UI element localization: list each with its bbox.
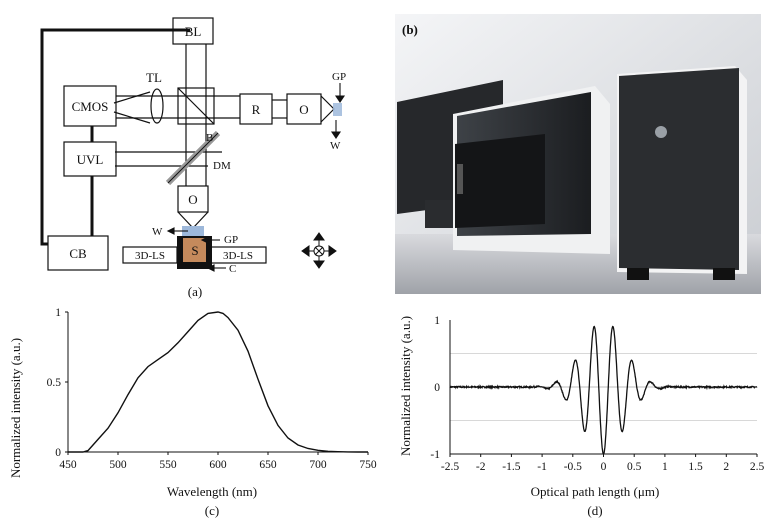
c-x-tick-label: 650 xyxy=(259,459,277,471)
interferogram-chart: -2.5 -2 -1.5 -1 -0.5 0 0.5 1 1.5 2 2.5 -1 0 1 Normali… xyxy=(395,308,779,525)
d-y-axis-label: Normalized intensity (a.u.) xyxy=(398,316,413,456)
o-bottom-label: O xyxy=(188,192,197,207)
caption-c: (c) xyxy=(205,503,219,518)
d-y-tick-label: 1 xyxy=(434,315,440,327)
d-x-tick-label: -1.5 xyxy=(502,461,520,473)
d-x-axis-label: Optical path length (μm) xyxy=(531,484,660,499)
cb-label: CB xyxy=(69,246,87,261)
c-y-tick-label: 0 xyxy=(55,447,61,459)
caption-a: (a) xyxy=(188,284,202,299)
gp-bottom-label: GP xyxy=(224,234,238,246)
c-label: C xyxy=(229,263,236,275)
cmos-label: CMOS xyxy=(72,99,109,114)
gp-top-label: GP xyxy=(332,71,346,83)
interferogram-series-line xyxy=(449,325,758,456)
c-x-axis-label: Wavelength (nm) xyxy=(167,484,257,499)
c-x-tick-label: 450 xyxy=(59,459,77,471)
tl-label: TL xyxy=(146,70,162,85)
w-top-label: W xyxy=(330,140,341,152)
c-x-tick-label: 500 xyxy=(109,459,127,471)
b-label: B xyxy=(206,132,213,144)
d-x-tick-label: 0.5 xyxy=(627,461,642,473)
c-x-tick-label: 600 xyxy=(209,459,227,471)
ls-left-label: 3D-LS xyxy=(135,250,165,262)
s-label: S xyxy=(191,243,198,258)
d-y-tick-label: -1 xyxy=(430,449,440,461)
dm-label: DM xyxy=(213,160,231,172)
d-x-tick-label: -2.5 xyxy=(441,461,459,473)
spectrum-series-line xyxy=(68,311,368,453)
c-x-tick-label: 550 xyxy=(159,459,177,471)
d-x-tick-label: 2.5 xyxy=(750,461,765,473)
setup-schematic: BL CMOS TL R O GP B W UVL DM O W GP CB 3… xyxy=(0,0,390,305)
d-x-tick-label: -0.5 xyxy=(564,461,582,473)
uvl-label: UVL xyxy=(77,152,104,167)
d-x-tick-label: 1 xyxy=(662,461,668,473)
d-x-tick-label: 0 xyxy=(601,461,607,473)
caption-d: (d) xyxy=(587,503,602,518)
d-y-tick-label: 0 xyxy=(434,382,440,394)
c-x-tick-label: 700 xyxy=(309,459,327,471)
caption-b: (b) xyxy=(402,22,418,37)
d-x-tick-label: -1 xyxy=(537,461,547,473)
c-y-axis-label: Normalized intensity (a.u.) xyxy=(8,338,23,478)
bl-label: BL xyxy=(185,24,202,39)
ls-right-label: 3D-LS xyxy=(223,250,253,262)
d-x-tick-label: 1.5 xyxy=(688,461,703,473)
c-x-tick-label: 750 xyxy=(359,459,377,471)
o-right-label: O xyxy=(299,102,308,117)
c-y-tick-label: 0.5 xyxy=(47,377,62,389)
c-y-tick-label: 1 xyxy=(55,307,61,319)
w-bottom-label: W xyxy=(152,226,163,238)
spectrum-chart: 450 500 550 600 650 700 750 0 0.5 1 Normalized in… xyxy=(0,300,390,525)
instrument-photo: (b) xyxy=(395,14,761,294)
d-x-tick-label: -2 xyxy=(476,461,486,473)
r-label: R xyxy=(252,102,261,117)
translation-directions-icon xyxy=(301,232,337,269)
d-x-tick-label: 2 xyxy=(723,461,729,473)
